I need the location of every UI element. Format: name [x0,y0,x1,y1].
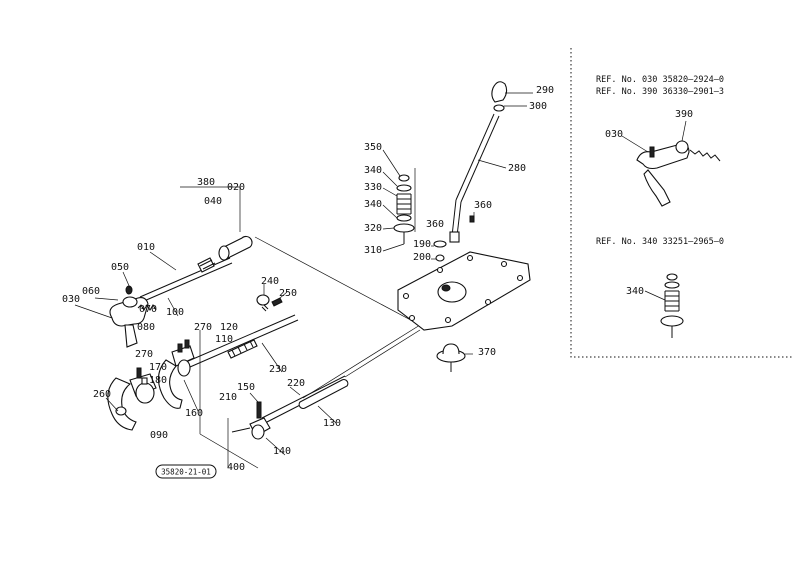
inset-fork-030-390 [636,140,721,207]
callout-label-l350: 350 [364,142,382,153]
callout-label-l050: 050 [111,262,129,273]
callout-label-l150: 150 [237,382,255,393]
shift-rod-230 [185,314,299,368]
callout-label-l230: 230 [269,364,287,375]
shift-lever-280 [449,81,508,243]
callout-label-l250: 250 [279,288,297,299]
callout-label-l340a: 340 [364,165,382,176]
callout-label-l080: 080 [137,322,155,333]
reference-note-r1: REF. No. 030 35820—2924—0 [596,75,724,85]
shift-fork-090 [107,373,157,431]
callout-label-l240: 240 [261,276,279,287]
callout-label-l280: 280 [508,163,526,174]
inset-spring-340 [660,273,684,338]
spring-stack-310-350 [393,174,415,244]
callout-label-l170: 170 [149,362,167,373]
boot-370 [436,343,466,372]
callout-label-l200: 200 [413,252,431,263]
spring-070 [137,304,157,311]
callout-label-l130: 130 [323,418,341,429]
callout-label-l090: 090 [150,430,168,441]
shift-fork-030 [109,285,149,348]
callout-label-l380: 380 [197,177,215,188]
callout-label-l400: 400 [227,462,245,473]
callout-label-l360a: 360 [426,219,444,230]
callout-label-l040: 040 [204,196,222,207]
callout-label-l140: 140 [273,446,291,457]
callout-label-l270b: 270 [135,349,153,360]
callout-label-l220: 220 [287,378,305,389]
shift-block-140 [231,401,271,440]
callout-label-l100: 100 [166,307,184,318]
callout-label-l180: 180 [149,375,167,386]
callout-label-l190: 190 [413,239,431,250]
callout-label-l260: 260 [93,389,111,400]
callout-label-l110: 110 [215,334,233,345]
callout-label-l360b: 360 [474,200,492,211]
callout-label-l030a: 030 [62,294,80,305]
callout-label-l340b: 340 [364,199,382,210]
callout-label-l010: 010 [137,242,155,253]
reference-note-r3: REF. No. 340 33251—2965—0 [596,237,724,247]
callout-label-l330: 330 [364,182,382,193]
callout-label-l120: 120 [220,322,238,333]
callout-label-l070: 070 [139,304,157,315]
callout-label-l290: 290 [536,85,554,96]
callout-label-l160: 160 [185,408,203,419]
callout-label-l320: 320 [364,223,382,234]
parts-190-200 [433,215,475,262]
callout-label-l370: 370 [478,347,496,358]
drawing-number-stamp: 35820-21-01 [155,464,217,479]
callout-label-l340c: 340 [626,286,644,297]
callout-label-l210: 210 [219,392,237,403]
callout-label-l020: 020 [227,182,245,193]
pins-170-180 [136,367,148,385]
detent-240-250 [256,294,283,312]
shift-fork-160 [157,339,195,409]
assembly-lines [180,168,421,469]
callout-label-l310: 310 [364,245,382,256]
callout-label-l300: 300 [529,101,547,112]
inset-border [570,48,794,358]
callout-label-l030b: 030 [605,129,623,140]
callout-label-l060: 060 [82,286,100,297]
callout-label-l390: 390 [675,109,693,120]
leader-lines [74,92,687,456]
reference-note-r2: REF. No. 390 36330—2901—3 [596,87,724,97]
drawing-number-text: 35820-21-01 [161,468,211,477]
callout-label-l270a: 270 [194,322,212,333]
cover-plate [397,251,531,331]
shift-rod-130 [261,375,349,424]
shift-rod-010 [139,235,253,302]
